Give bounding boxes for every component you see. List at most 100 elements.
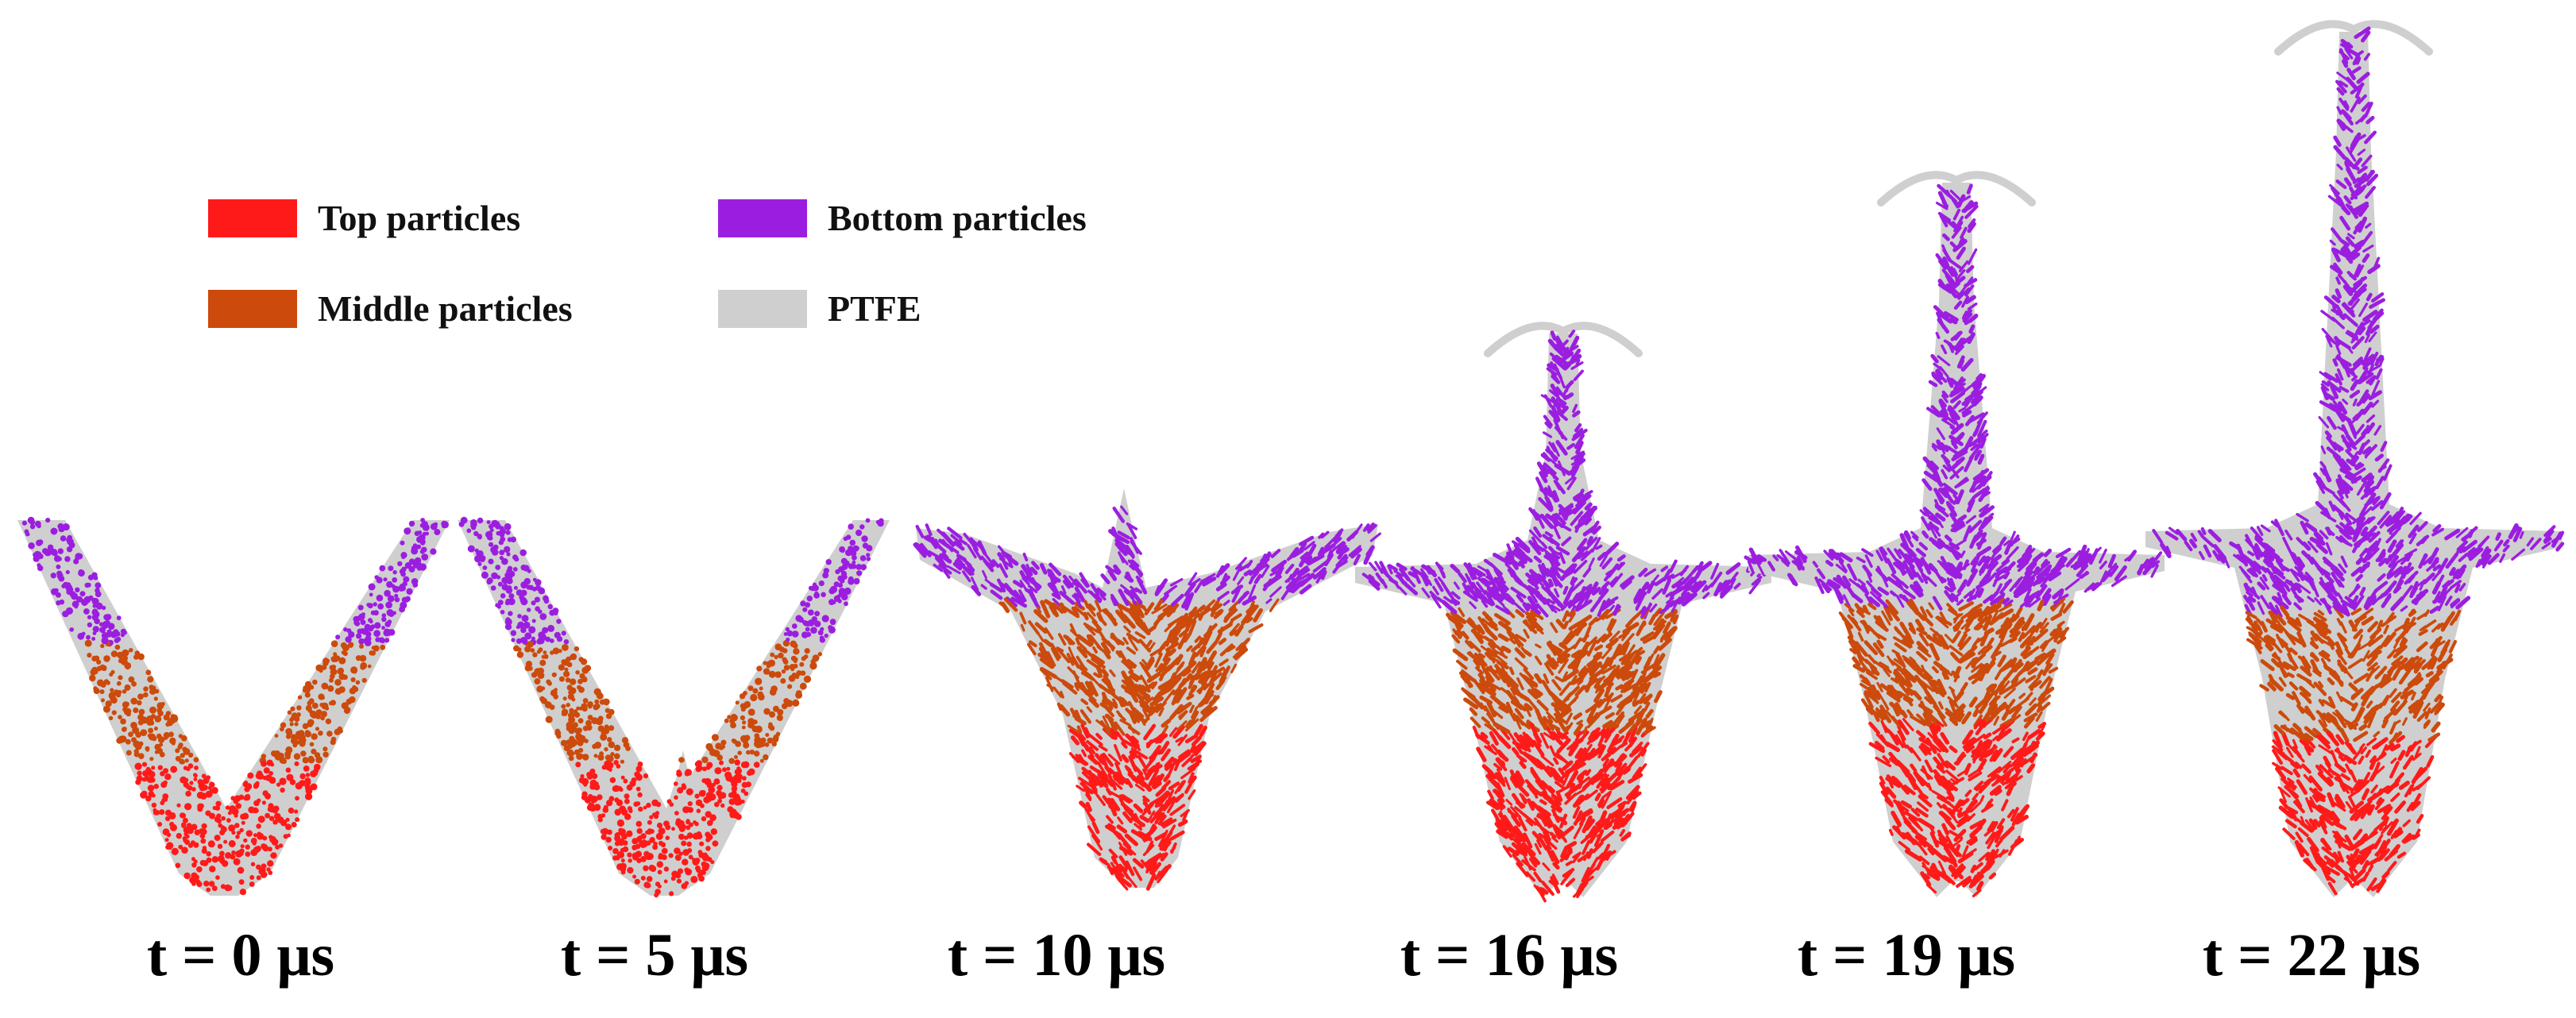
particle [1339,547,1350,555]
particle [253,846,261,854]
particle [1918,542,1929,551]
particle [1096,761,1108,777]
particle [2002,597,2010,605]
particle [499,549,505,556]
particle [547,624,555,632]
particle [1140,716,1146,726]
particle [1335,545,1343,554]
particle [1481,600,1489,608]
particle [1119,719,1131,727]
particle [1100,642,1111,655]
particle [614,753,620,760]
particle [1547,578,1554,588]
particle [1223,605,1237,623]
particle [1616,817,1625,830]
particle [1514,831,1524,843]
particle [1127,559,1136,567]
particle [1029,592,1041,610]
particle [129,648,133,653]
particle [488,542,494,547]
particle [1052,686,1063,698]
particle [1620,575,1635,588]
particle [1157,869,1168,884]
particle [1535,758,1543,766]
particle [747,685,754,692]
particle [1510,687,1516,696]
particle [244,786,250,792]
particle [1045,654,1053,662]
particle [1269,586,1282,598]
particle [715,742,722,750]
particle [1866,671,1878,681]
particle [1605,692,1614,702]
particle [1683,576,1697,591]
particle [400,601,407,609]
particle [1518,816,1527,832]
particle [1189,744,1196,754]
particle [1188,619,1197,637]
particle [1083,611,1089,621]
particle [1084,624,1096,636]
particle [1597,600,1606,617]
particle [581,676,588,683]
particle [1538,497,1553,512]
particle [814,591,819,596]
particle [1523,832,1533,849]
particle [107,623,115,630]
particle [1079,800,1087,809]
particle [1576,770,1586,781]
particle [1481,764,1498,780]
particle [1118,879,1129,891]
particle [1141,658,1148,666]
particle [156,702,164,710]
particle [1158,707,1164,717]
particle [1105,565,1114,573]
particle [1605,852,1612,861]
particle [772,736,779,743]
particle [1059,704,1071,717]
particle [705,811,712,818]
particle [505,587,513,594]
particle [1125,860,1135,877]
particle [1527,584,1540,595]
particle [1142,708,1150,721]
particle [350,666,358,674]
particle [1404,582,1419,596]
particle [78,569,85,577]
particle [1632,675,1644,692]
particle [201,823,207,829]
particle [274,812,281,820]
particle [1528,529,1543,543]
particle [1562,610,1570,623]
particle [712,840,719,847]
particle [1508,569,1514,578]
particle [1477,624,1485,635]
particle [1180,768,1195,780]
particle [477,550,484,557]
particle [1096,645,1108,655]
particle [711,734,719,742]
particle [1554,707,1562,718]
particle [83,596,91,603]
particle [574,646,580,652]
particle [1217,591,1230,601]
particle [865,518,871,523]
particle [147,676,154,683]
particle [2048,666,2059,674]
particle [687,807,693,813]
particle [143,692,149,698]
particle [1572,806,1581,819]
particle [305,780,311,786]
particle [1163,773,1171,782]
particle [1554,354,1570,367]
particle [1163,677,1178,691]
particle [635,820,643,827]
particle [1825,559,1834,567]
particle [564,667,569,672]
particle [315,756,323,764]
particle [1701,584,1708,593]
particle [1156,687,1172,698]
particle [1203,599,1216,611]
particle [137,719,144,726]
particle [1542,565,1547,573]
